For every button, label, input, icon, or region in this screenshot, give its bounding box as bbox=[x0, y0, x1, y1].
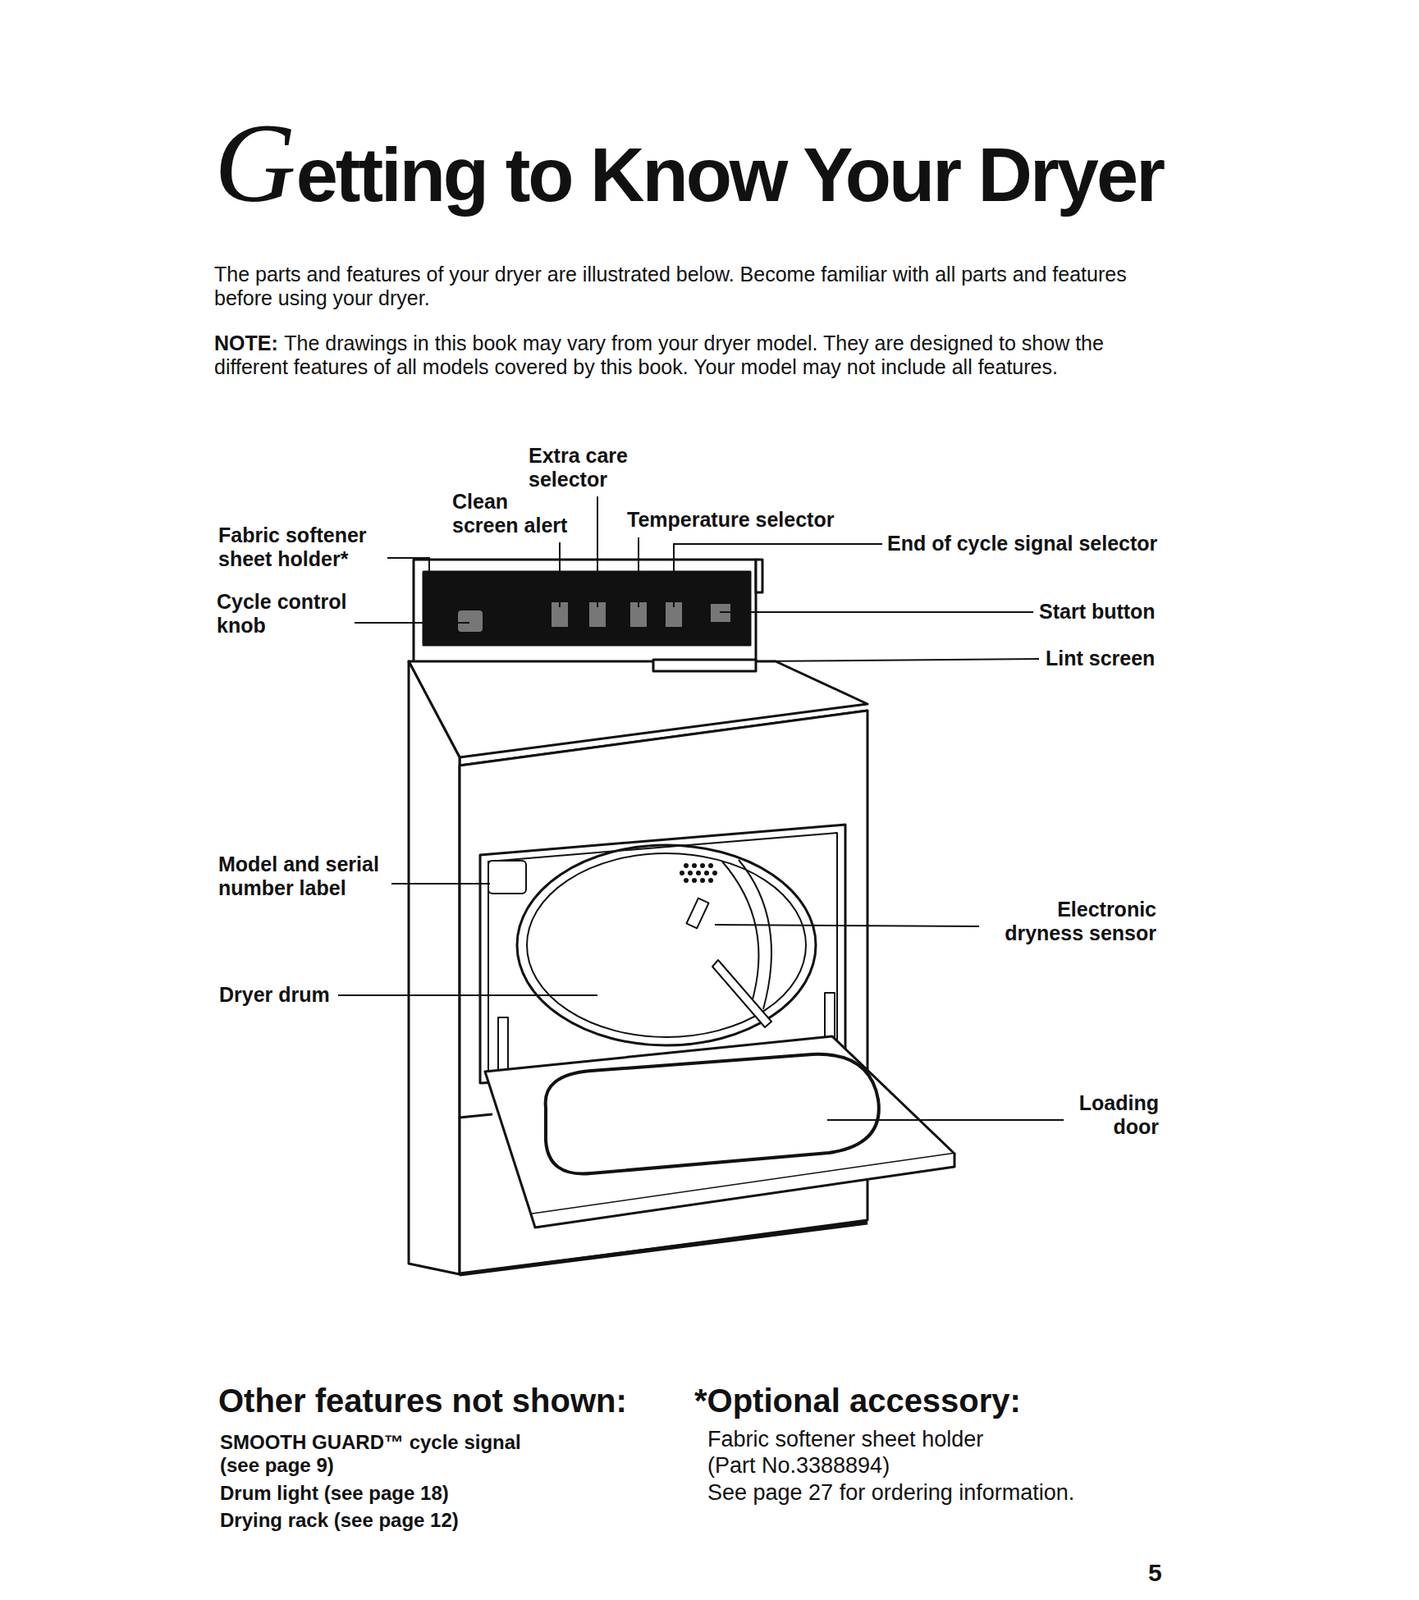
base-line bbox=[459, 1222, 868, 1275]
label-text: SMOOTH GUARD™ cycle signal (see page 9) bbox=[219, 1431, 565, 1477]
control-console bbox=[413, 559, 756, 664]
label-text: Electronic dryness sensor bbox=[984, 897, 1157, 946]
label-text: Drum light (see page 18) bbox=[219, 1482, 449, 1506]
label-text: See page 27 for ordering information. bbox=[707, 1480, 1075, 1506]
label-text: Model and serial number label bbox=[218, 852, 387, 901]
page-title: Getting to Know Your Dryer bbox=[214, 106, 1163, 220]
leader-lines bbox=[338, 496, 1064, 1121]
exhaust-holes bbox=[679, 863, 718, 884]
label-text: NOTE: bbox=[214, 331, 279, 355]
label-text: Other features not shown: bbox=[218, 1382, 628, 1420]
label-text: Fabric softener sheet holder* bbox=[218, 523, 383, 572]
label-text: *Optional accessory: bbox=[694, 1382, 1021, 1420]
label-text: The drawings in this book may vary from … bbox=[214, 331, 1104, 379]
label-text: 5 bbox=[1148, 1559, 1163, 1589]
label-text: The parts and features of your dryer are… bbox=[214, 262, 1159, 311]
control-panel bbox=[423, 572, 751, 646]
label-text: Start button bbox=[1039, 599, 1156, 624]
drum-baffle bbox=[712, 960, 772, 1028]
drum-rim-inner bbox=[526, 853, 806, 1038]
kick-line bbox=[459, 1114, 493, 1118]
console-end bbox=[755, 559, 763, 593]
door-panel bbox=[545, 1054, 879, 1175]
cycle-knob bbox=[457, 610, 483, 632]
door-edge bbox=[530, 1153, 955, 1228]
label-text: Cycle control knob bbox=[216, 590, 348, 638]
note-paragraph: NOTE:The drawings in this book may vary … bbox=[214, 331, 1159, 380]
label-text: (Part No.3388894) bbox=[707, 1453, 890, 1479]
label-text: Extra care selector bbox=[528, 444, 652, 492]
label-text: Clean screen alert bbox=[452, 489, 576, 538]
dryer-side bbox=[408, 661, 460, 1275]
lint-screen bbox=[653, 659, 756, 672]
label-text: Drying rack (see page 12) bbox=[219, 1509, 459, 1533]
label-text: Dryer drum bbox=[219, 983, 330, 1008]
label-text: Lint screen bbox=[1045, 646, 1155, 671]
drum-rim bbox=[517, 845, 816, 1046]
label-text: End of cycle signal selector bbox=[887, 531, 1158, 556]
label-text: Fabric softener sheet holder bbox=[707, 1427, 984, 1453]
dryness-sensor bbox=[686, 898, 709, 930]
label-text: Loading door bbox=[1068, 1091, 1159, 1140]
label-text: Temperature selector bbox=[627, 508, 834, 532]
serial-label bbox=[488, 860, 527, 894]
